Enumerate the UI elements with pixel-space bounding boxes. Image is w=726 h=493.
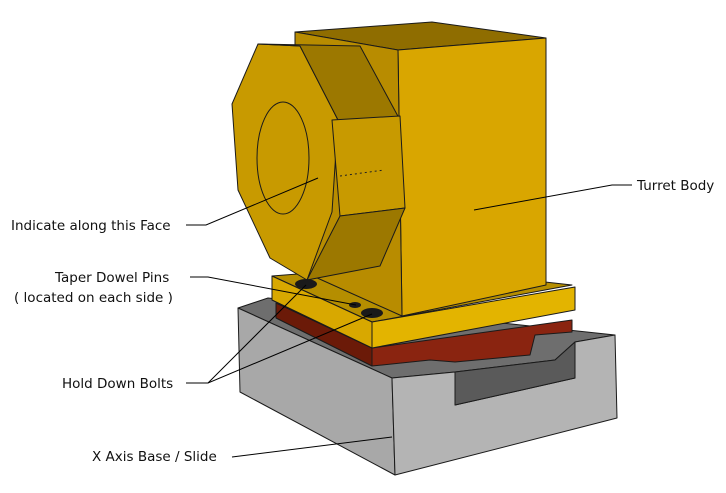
label-indicate-face: Indicate along this Face: [11, 218, 171, 234]
leader-x-axis-base: [231, 436, 393, 458]
label-turret-body: Turret Body: [636, 178, 714, 194]
head-bore: [256, 101, 310, 215]
head-lower-bevel: [306, 207, 406, 281]
hold-down-bolt-rear: [295, 279, 317, 289]
label-located-each-side: ( located on each side ): [14, 290, 173, 306]
gib-side-face: [371, 319, 573, 367]
label-taper-dowel-pins: Taper Dowel Pins: [54, 270, 169, 286]
head-indicate-face: [331, 115, 406, 217]
labels: Indicate along this Face Taper Dowel Pin…: [11, 178, 714, 465]
base-slot: [454, 341, 576, 406]
turret-front-face: [397, 37, 547, 317]
label-hold-down-bolts: Hold Down Bolts: [62, 376, 173, 392]
leader-taper-dowel: [190, 276, 357, 306]
hold-down-bolt-front: [361, 308, 383, 318]
fasteners: [295, 279, 383, 318]
leader-bolt-front: [186, 313, 373, 384]
turret-head: [231, 43, 406, 281]
leader-bolt-rear: [207, 284, 307, 384]
plate-side-face: [371, 286, 576, 349]
leader-lines: [186, 177, 632, 458]
leader-indicate-face: [186, 177, 319, 226]
leader-turret-body: [473, 184, 632, 211]
label-x-axis-base: X Axis Base / Slide: [92, 449, 217, 465]
